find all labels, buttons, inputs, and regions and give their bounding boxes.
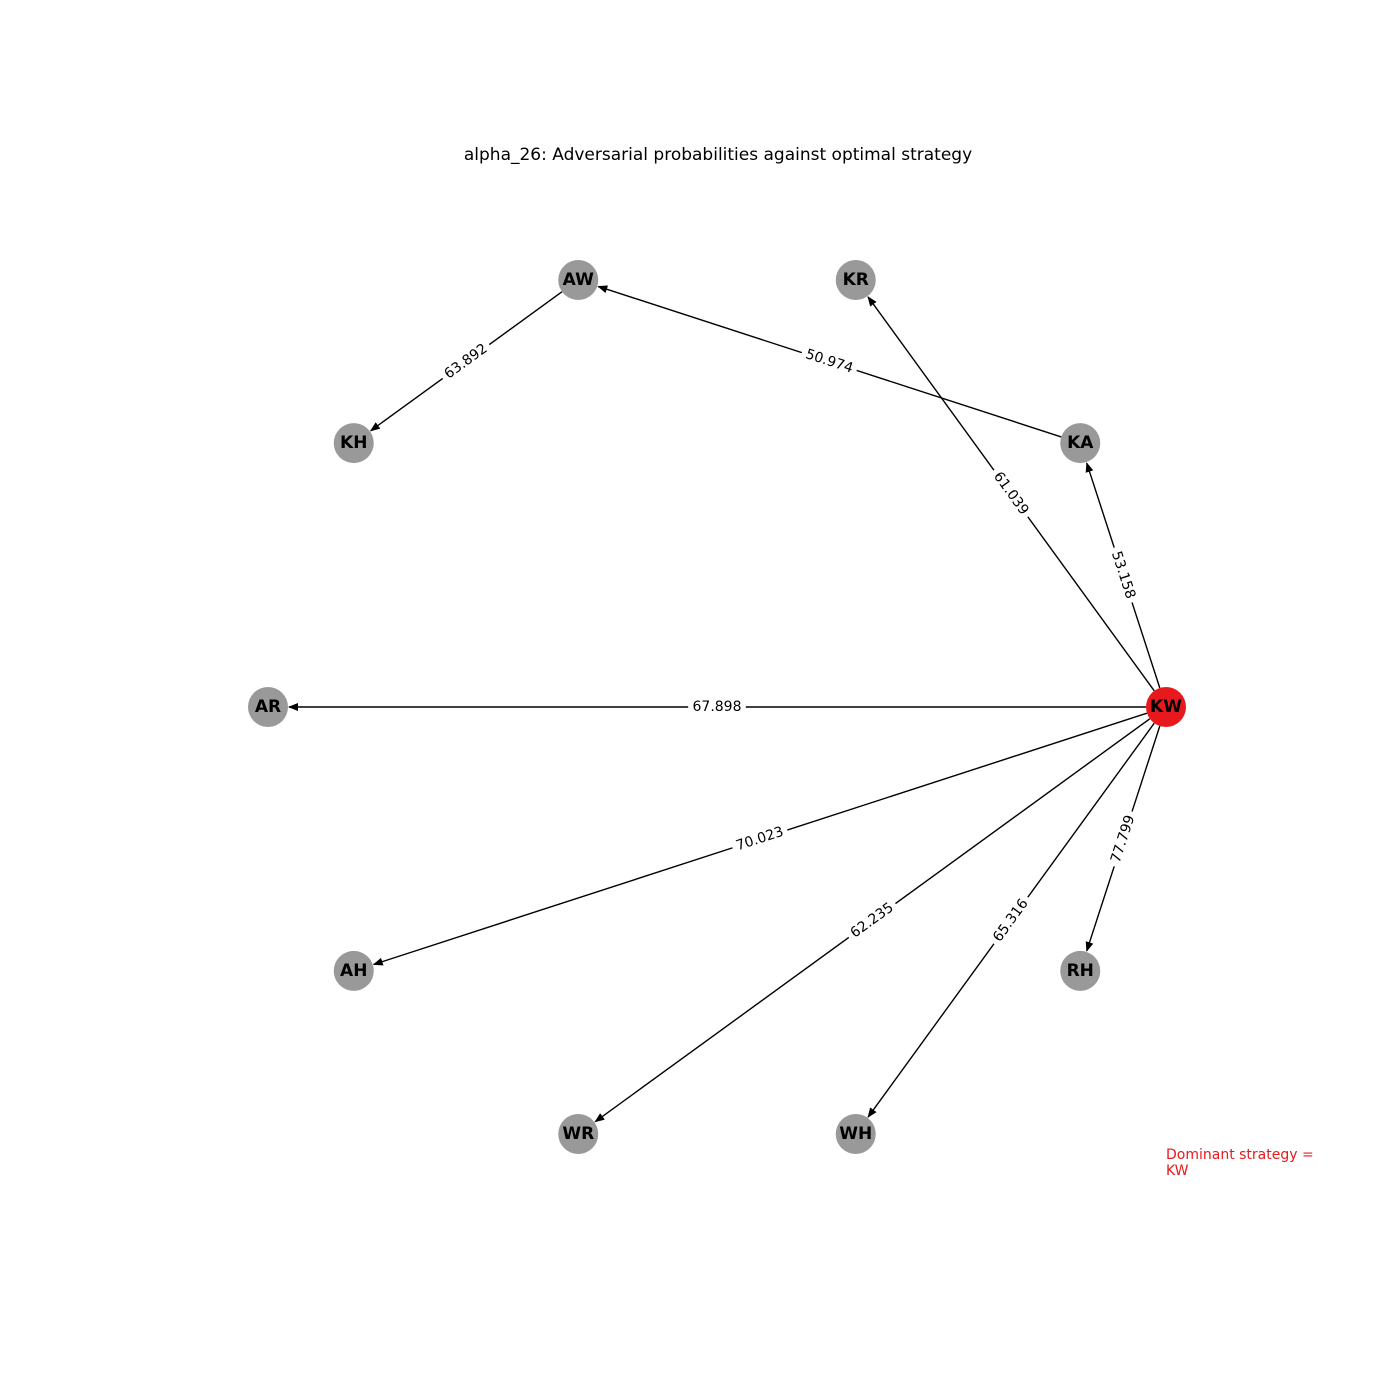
dominant-strategy-note: Dominant strategy = KW	[1166, 1147, 1318, 1179]
edge-label: 77.799	[1108, 813, 1138, 865]
edge-label: 70.023	[734, 824, 786, 854]
edge-label-group: 67.898	[688, 698, 746, 716]
edge-label-group: 65.316	[986, 891, 1036, 950]
node-circle	[333, 423, 374, 464]
edge-label: 62.235	[848, 900, 897, 942]
edge-label: 50.974	[803, 346, 855, 376]
node-circle	[1060, 423, 1101, 464]
edge-label-background	[843, 896, 901, 945]
edge-label-group: 70.023	[729, 821, 791, 857]
node-ah: AH	[333, 950, 374, 991]
dominant-strategy-line2: KW	[1166, 1163, 1189, 1179]
edge-label-background	[799, 344, 860, 379]
edge-label-group: 62.235	[843, 896, 901, 945]
edge-label-group: 77.799	[1105, 808, 1141, 870]
edge-label: 65.316	[990, 896, 1032, 945]
node-kw: KW	[1146, 687, 1186, 727]
node-label: KW	[1150, 697, 1182, 717]
node-circle	[835, 1114, 876, 1155]
nodes-layer: KW KA KR AW KH AR AH WR WH RH	[248, 259, 1186, 1155]
edge-label: 61.039	[990, 469, 1032, 518]
node-kr: KR	[835, 259, 876, 300]
edge-label-background	[1105, 544, 1141, 606]
node-label: KH	[340, 433, 367, 453]
node-label: KA	[1067, 433, 1094, 453]
node-circle	[1060, 950, 1101, 991]
node-ar: AR	[248, 687, 288, 727]
edge-label: 67.898	[693, 699, 742, 715]
node-label: AR	[255, 697, 281, 717]
node-label: RH	[1067, 961, 1094, 981]
node-kh: KH	[333, 423, 374, 464]
node-label: AH	[340, 961, 367, 981]
node-label: AW	[563, 270, 594, 290]
edge-label-background	[437, 337, 495, 386]
node-ka: KA	[1060, 423, 1101, 464]
edge-label: 53.158	[1108, 549, 1138, 601]
node-circle	[558, 1114, 599, 1155]
node-label: WH	[839, 1124, 872, 1144]
node-rh: RH	[1060, 950, 1101, 991]
edge-label-background	[986, 464, 1036, 523]
node-circle	[558, 259, 599, 300]
edge-label-background	[1105, 808, 1141, 870]
edge-label-group: 53.158	[1105, 544, 1141, 606]
dominant-strategy-line1: Dominant strategy =	[1166, 1147, 1314, 1163]
node-label: WR	[562, 1124, 594, 1144]
node-aw: AW	[558, 259, 599, 300]
graph-title: alpha_26: Adversarial probabilities agai…	[464, 145, 972, 165]
node-wr: WR	[558, 1114, 599, 1155]
edge-label-group: 50.974	[799, 344, 860, 379]
node-circle	[333, 950, 374, 991]
node-circle	[248, 687, 288, 727]
node-wh: WH	[835, 1114, 876, 1155]
node-circle	[1146, 687, 1186, 727]
edge-label-group: 63.892	[437, 337, 495, 386]
edge-label-background	[688, 698, 746, 716]
edge-label-group: 61.039	[986, 464, 1036, 523]
edge-label-background	[986, 891, 1036, 950]
node-label: KR	[843, 270, 869, 290]
edge-label-background	[729, 821, 791, 857]
node-circle	[835, 259, 876, 300]
edge-label: 63.892	[441, 341, 490, 383]
